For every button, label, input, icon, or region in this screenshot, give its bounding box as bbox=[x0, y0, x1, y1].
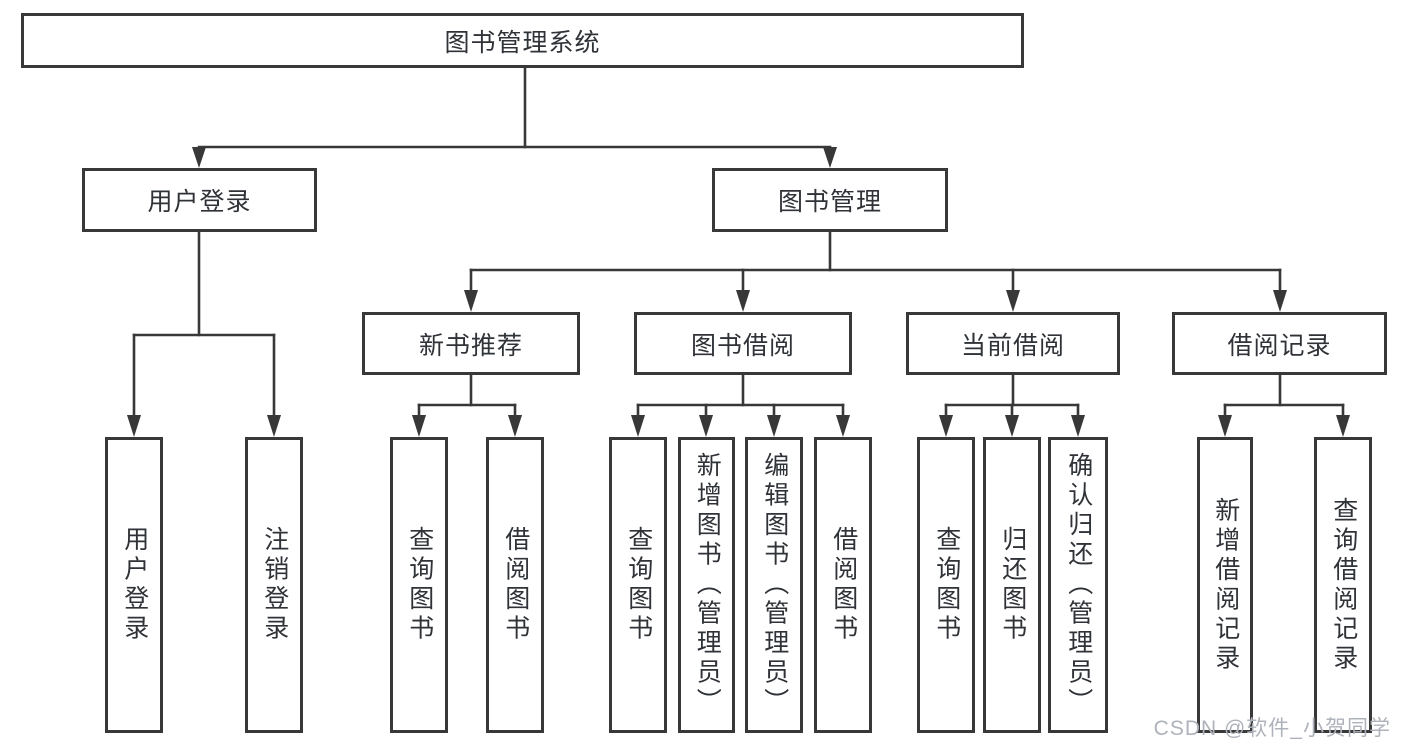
root-connector bbox=[192, 66, 837, 168]
node-label: 新书推荐 bbox=[418, 331, 523, 360]
current-connector bbox=[939, 373, 1085, 437]
leaf-borrow-books-1: 借阅图书 bbox=[486, 437, 544, 733]
node-label: 图书管理 bbox=[777, 188, 882, 216]
leaf-logout: 注销登录 bbox=[245, 437, 303, 733]
leaf-label: 借阅图书 bbox=[501, 526, 530, 644]
login-connector bbox=[127, 230, 281, 437]
leaf-query-borrow-record: 查询借阅记录 bbox=[1314, 437, 1372, 733]
leaf-borrow-books-2: 借阅图书 bbox=[814, 437, 872, 733]
leaf-add-books-admin: 新增图书（管理员） bbox=[678, 437, 735, 733]
leaf-label: 查询借阅记录 bbox=[1329, 496, 1358, 674]
newbook-connector bbox=[412, 373, 522, 437]
node-new-book-recommend: 新书推荐 bbox=[362, 312, 580, 375]
node-label: 用户登录 bbox=[147, 188, 252, 216]
leaf-label: 查询图书 bbox=[932, 526, 961, 644]
node-label: 借阅记录 bbox=[1227, 331, 1332, 360]
node-label: 图书借阅 bbox=[690, 331, 795, 360]
node-label: 当前借阅 bbox=[960, 331, 1065, 360]
node-current-borrow: 当前借阅 bbox=[906, 312, 1120, 375]
node-borrow-records: 借阅记录 bbox=[1172, 312, 1387, 375]
leaf-query-books-2: 查询图书 bbox=[609, 437, 667, 733]
records-connector bbox=[1218, 373, 1350, 437]
leaf-return-books: 归还图书 bbox=[983, 437, 1041, 733]
node-library-system: 图书管理系统 bbox=[21, 13, 1024, 68]
mgmt-connector bbox=[464, 230, 1287, 312]
leaf-label: 确认归还（管理员） bbox=[1064, 452, 1093, 718]
leaf-label: 查询图书 bbox=[624, 526, 653, 644]
leaf-label: 新增借阅记录 bbox=[1211, 496, 1240, 674]
leaf-label: 编辑图书（管理员） bbox=[760, 452, 789, 718]
node-user-login: 用户登录 bbox=[82, 168, 317, 232]
leaf-label: 查询图书 bbox=[405, 526, 434, 644]
node-label: 图书管理系统 bbox=[444, 28, 601, 57]
leaf-label: 归还图书 bbox=[998, 526, 1027, 644]
leaf-query-books-3: 查询图书 bbox=[917, 437, 975, 733]
node-book-borrow: 图书借阅 bbox=[634, 312, 852, 375]
borrow-connector bbox=[631, 373, 850, 437]
node-book-management: 图书管理 bbox=[712, 168, 948, 232]
leaf-user-login: 用户登录 bbox=[105, 437, 163, 733]
csdn-watermark: CSDN @软件_小贺同学 bbox=[1153, 717, 1391, 740]
leaf-label: 借阅图书 bbox=[829, 526, 858, 644]
leaf-label: 新增图书（管理员） bbox=[693, 452, 722, 718]
leaf-label: 用户登录 bbox=[120, 526, 149, 644]
leaf-add-borrow-record: 新增借阅记录 bbox=[1197, 437, 1253, 733]
leaf-edit-books-admin: 编辑图书（管理员） bbox=[745, 437, 803, 733]
leaf-confirm-return-admin: 确认归还（管理员） bbox=[1048, 437, 1108, 733]
leaf-query-books-1: 查询图书 bbox=[390, 437, 448, 733]
leaf-label: 注销登录 bbox=[260, 526, 289, 644]
